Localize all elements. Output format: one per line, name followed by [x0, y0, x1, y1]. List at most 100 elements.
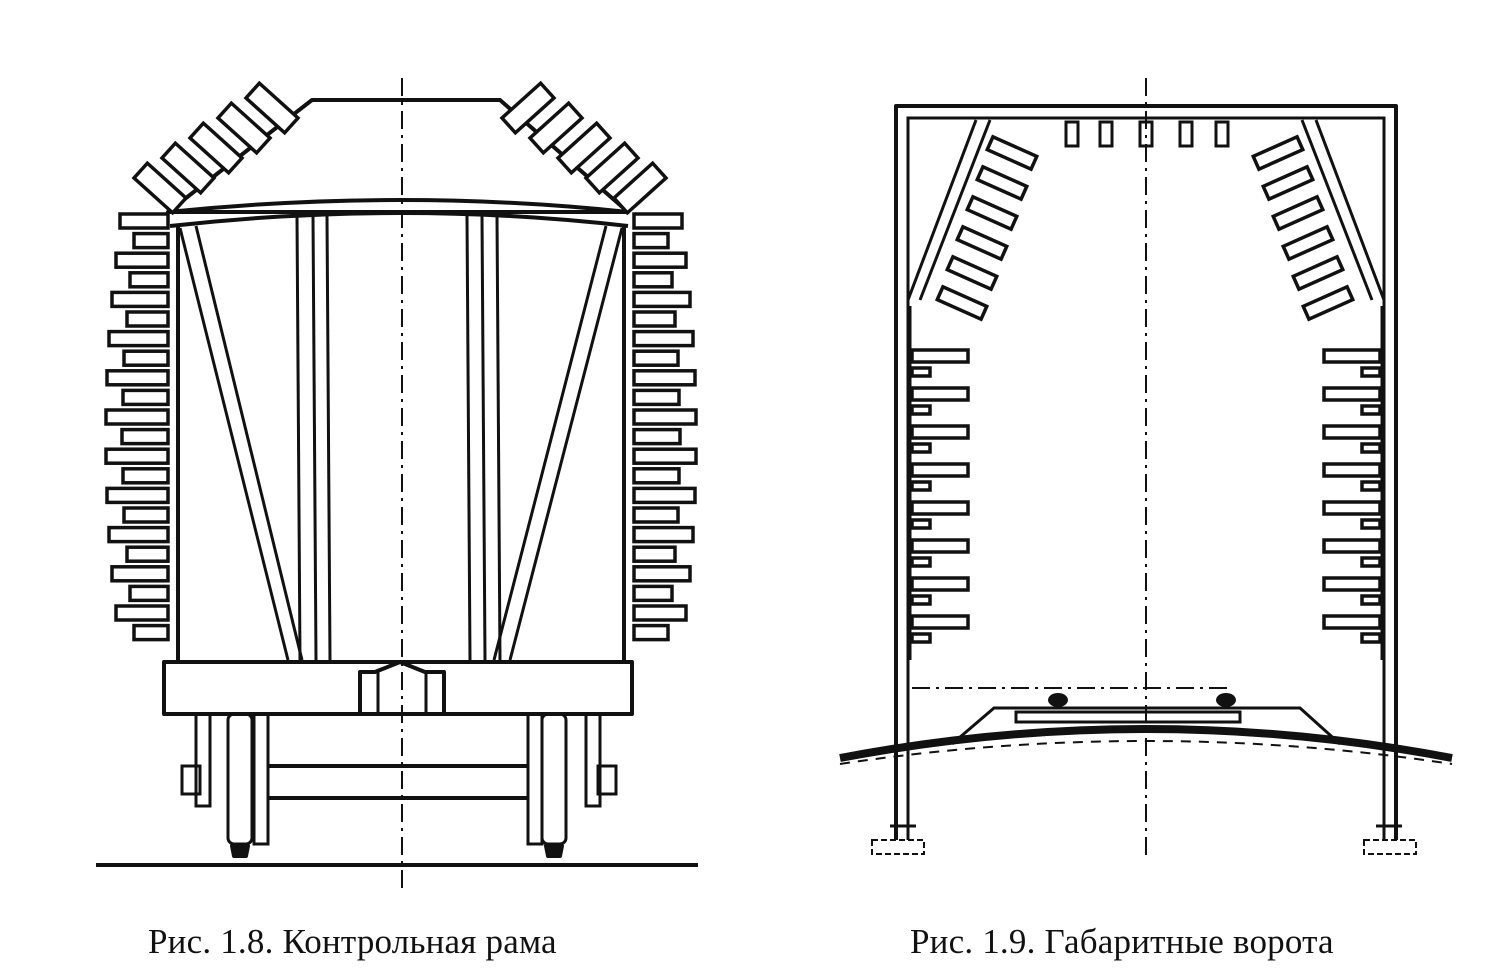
brick	[105, 369, 170, 387]
brick	[632, 408, 698, 426]
brick	[632, 251, 688, 269]
brick	[1322, 424, 1382, 440]
brick-pattern	[104, 80, 698, 642]
brick	[632, 447, 698, 465]
brick	[632, 506, 680, 524]
brick	[632, 545, 677, 563]
brick	[910, 424, 970, 440]
brick	[964, 194, 1020, 232]
brick	[632, 231, 670, 250]
brick	[1260, 164, 1316, 202]
brick	[632, 486, 697, 505]
brick	[910, 480, 932, 492]
brick	[910, 576, 970, 592]
brick	[1322, 538, 1382, 554]
brick	[1290, 254, 1346, 292]
brick	[632, 565, 692, 583]
brick	[1360, 632, 1382, 644]
brick	[632, 329, 695, 348]
brick	[632, 349, 680, 367]
brick	[632, 623, 670, 642]
brick	[107, 525, 170, 544]
brick	[104, 408, 170, 426]
brick	[121, 467, 170, 485]
brick	[110, 290, 170, 309]
brick	[110, 565, 170, 583]
brick	[910, 500, 970, 516]
control-frame-drawing	[96, 78, 698, 890]
brick	[910, 538, 970, 554]
brick	[632, 427, 682, 446]
brick	[104, 447, 170, 465]
brick	[1360, 366, 1382, 378]
wheelset-right	[526, 712, 618, 858]
gate-struts	[906, 119, 1386, 660]
brick	[910, 348, 970, 364]
figure-gauge-gates: Рис. 1.9. Габаритные ворота	[760, 0, 1502, 973]
brick	[1270, 194, 1326, 232]
brick-pattern	[910, 134, 1382, 644]
brick	[910, 556, 932, 568]
brick	[632, 467, 681, 485]
brick	[632, 584, 674, 603]
brick	[632, 604, 688, 622]
brick	[1280, 224, 1336, 262]
figure-control-frame: Рис. 1.8. Контрольная рама	[96, 78, 698, 961]
brick	[122, 506, 170, 524]
figure-caption: Рис. 1.8. Контрольная рама	[148, 922, 557, 961]
brick	[910, 632, 932, 644]
brick	[114, 251, 170, 269]
brick	[1322, 500, 1382, 516]
brick	[122, 349, 170, 367]
brick	[910, 462, 970, 478]
brick	[1360, 518, 1382, 530]
brick	[121, 388, 170, 407]
track-section	[839, 687, 1453, 765]
brick	[1360, 556, 1382, 568]
brick	[132, 623, 170, 642]
brick	[105, 486, 170, 505]
brick	[499, 80, 557, 136]
brick	[131, 160, 189, 216]
brick	[1360, 480, 1382, 492]
top-stubs	[1064, 120, 1230, 148]
brick	[215, 100, 273, 156]
frame-body	[176, 215, 626, 661]
brick	[1322, 462, 1382, 478]
gauge-gates-drawing	[839, 78, 1453, 858]
brick	[118, 212, 170, 230]
brick	[527, 100, 585, 156]
brick	[632, 290, 692, 309]
brick	[632, 388, 681, 407]
figure-caption: Рис. 1.9. Габаритные ворота	[910, 922, 1334, 961]
brick	[910, 386, 970, 402]
brick	[107, 329, 170, 348]
brick	[1322, 386, 1382, 402]
brick	[910, 518, 932, 530]
brick	[984, 134, 1040, 172]
wagon-frame	[162, 660, 634, 716]
brick	[974, 164, 1030, 202]
axle	[268, 764, 528, 800]
brick	[954, 224, 1010, 262]
brick	[159, 140, 217, 196]
brick	[1322, 614, 1382, 630]
gate-frame	[871, 104, 1417, 855]
brick	[583, 140, 641, 196]
brick	[632, 525, 695, 544]
brick	[934, 284, 990, 322]
wheelset-left	[180, 712, 270, 858]
brick	[120, 427, 170, 446]
brick	[132, 231, 170, 250]
brick	[1250, 134, 1306, 172]
brick	[1322, 348, 1382, 364]
brick	[1300, 284, 1356, 322]
brick	[632, 271, 674, 289]
brick	[1360, 404, 1382, 416]
brick	[128, 584, 170, 603]
brick	[910, 594, 932, 606]
brick	[555, 120, 613, 176]
brick	[114, 604, 170, 622]
brick	[632, 212, 684, 230]
brick	[187, 120, 245, 176]
